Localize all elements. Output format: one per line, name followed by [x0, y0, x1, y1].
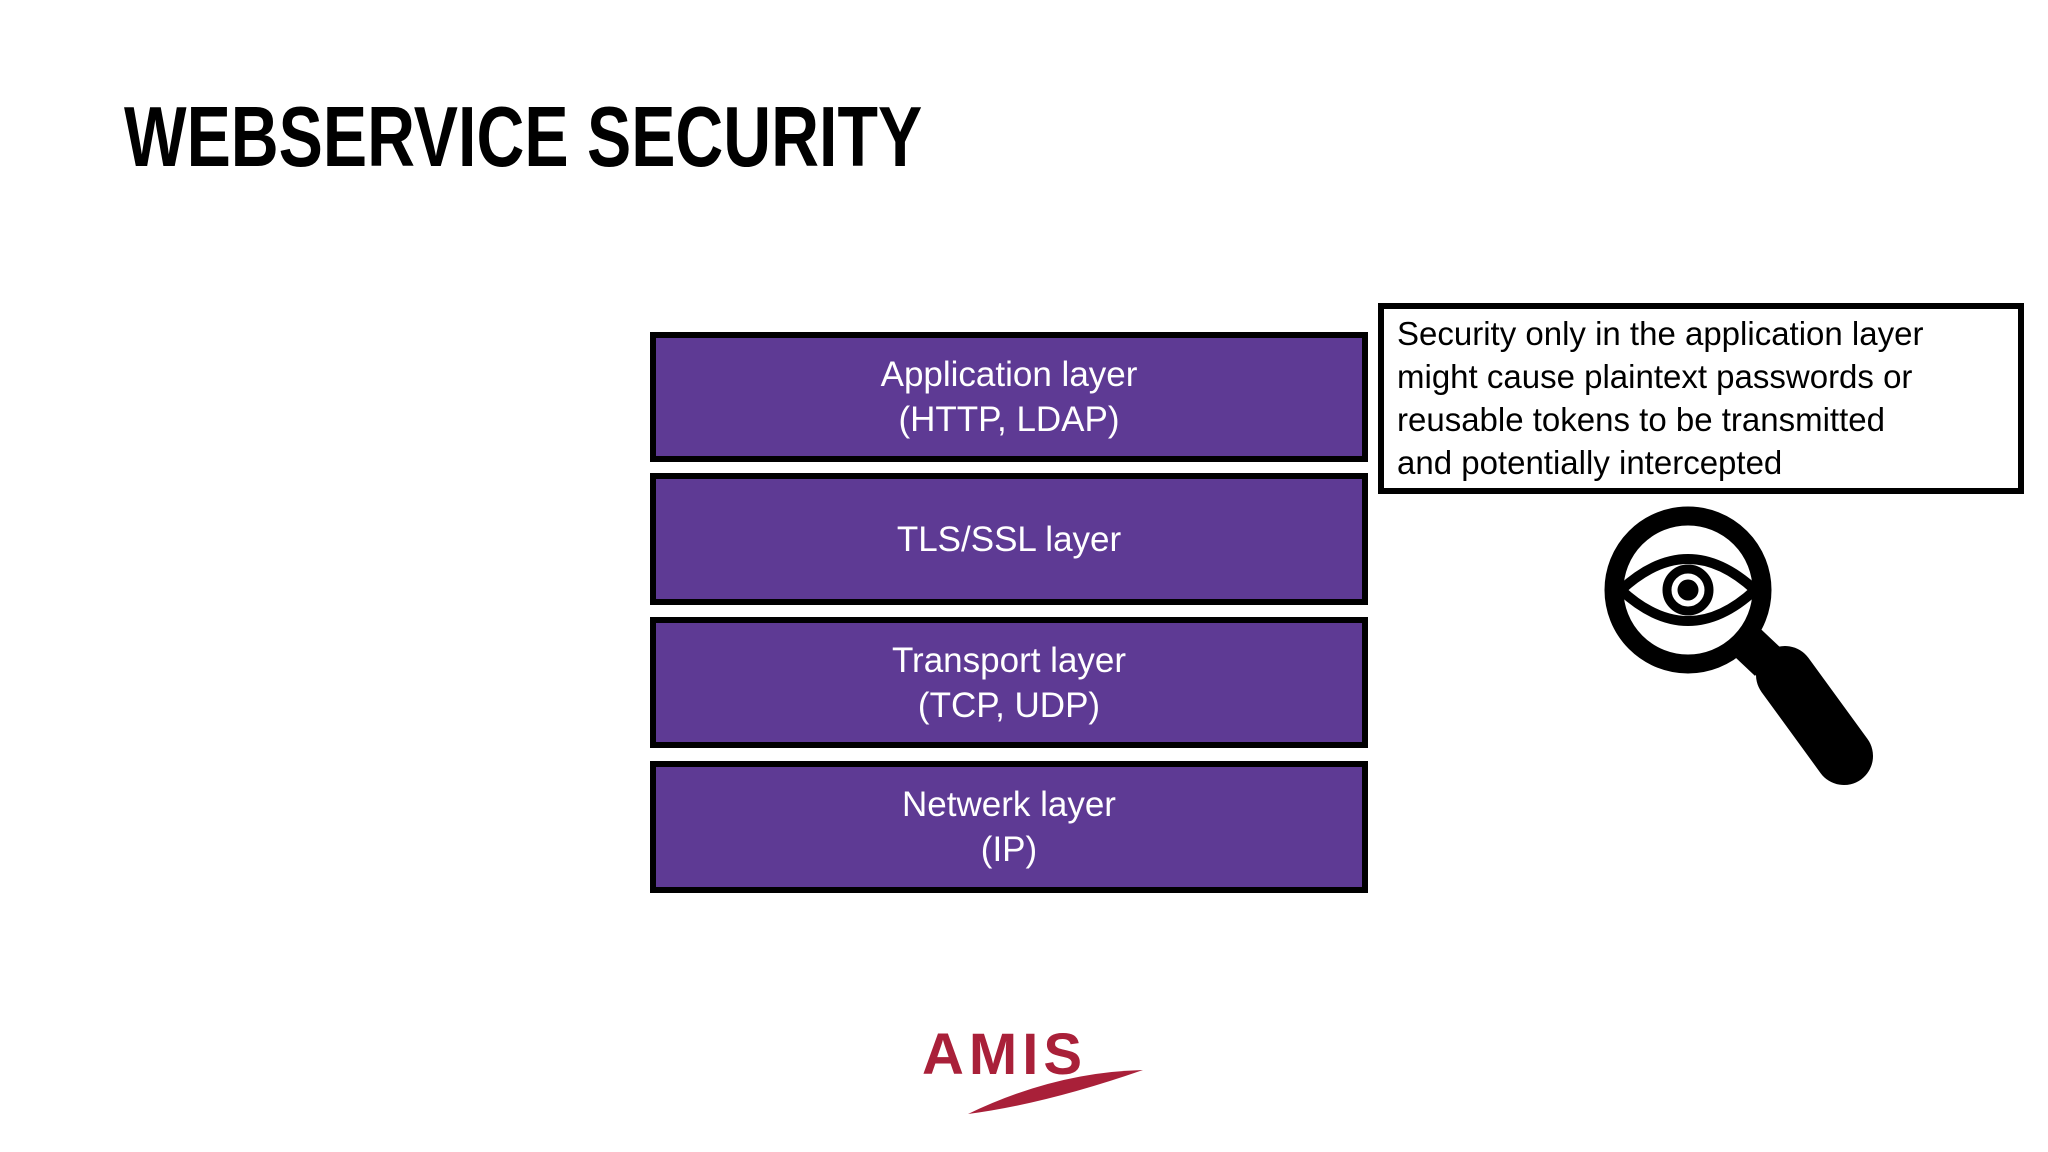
security-note-line: might cause plaintext passwords or — [1397, 358, 1913, 395]
layer-label: Netwerk layer — [902, 785, 1116, 824]
layer-label: TLS/SSL layer — [896, 519, 1122, 559]
network-layer-stack: Application layer (HTTP, LDAP) TLS/SSL l… — [650, 332, 1368, 894]
magnifier-handle — [1756, 646, 1873, 785]
security-note-line: reusable tokens to be transmitted — [1397, 401, 1885, 438]
layer-box-network: Netwerk layer (IP) — [650, 761, 1368, 893]
layer-sublabel: (TCP, UDP) — [917, 685, 1101, 725]
layer-box-tls-ssl: TLS/SSL layer — [650, 473, 1368, 605]
layer-box-transport: Transport layer (TCP, UDP) — [650, 617, 1368, 748]
eye-magnifier-icon — [1604, 506, 1873, 785]
eye-pupil — [1677, 579, 1699, 601]
layer-sublabel: (HTTP, LDAP) — [898, 400, 1120, 439]
amis-logo-swoosh-icon — [968, 1070, 1143, 1114]
swoosh-shape — [968, 1070, 1143, 1114]
security-note-line: and potentially intercepted — [1397, 444, 1783, 481]
page-title: WEBSERVICE SECURITY — [124, 90, 923, 185]
layer-label: Application layer — [880, 355, 1138, 394]
security-note-box: Security only in the application layer m… — [1378, 303, 2024, 494]
layer-label: Transport layer — [891, 640, 1127, 680]
layer-sublabel: (IP) — [980, 830, 1038, 869]
amis-logo-text: AMIS — [922, 1022, 1087, 1087]
security-note-line: Security only in the application layer — [1397, 315, 1924, 352]
layer-box-application: Application layer (HTTP, LDAP) — [650, 332, 1368, 462]
